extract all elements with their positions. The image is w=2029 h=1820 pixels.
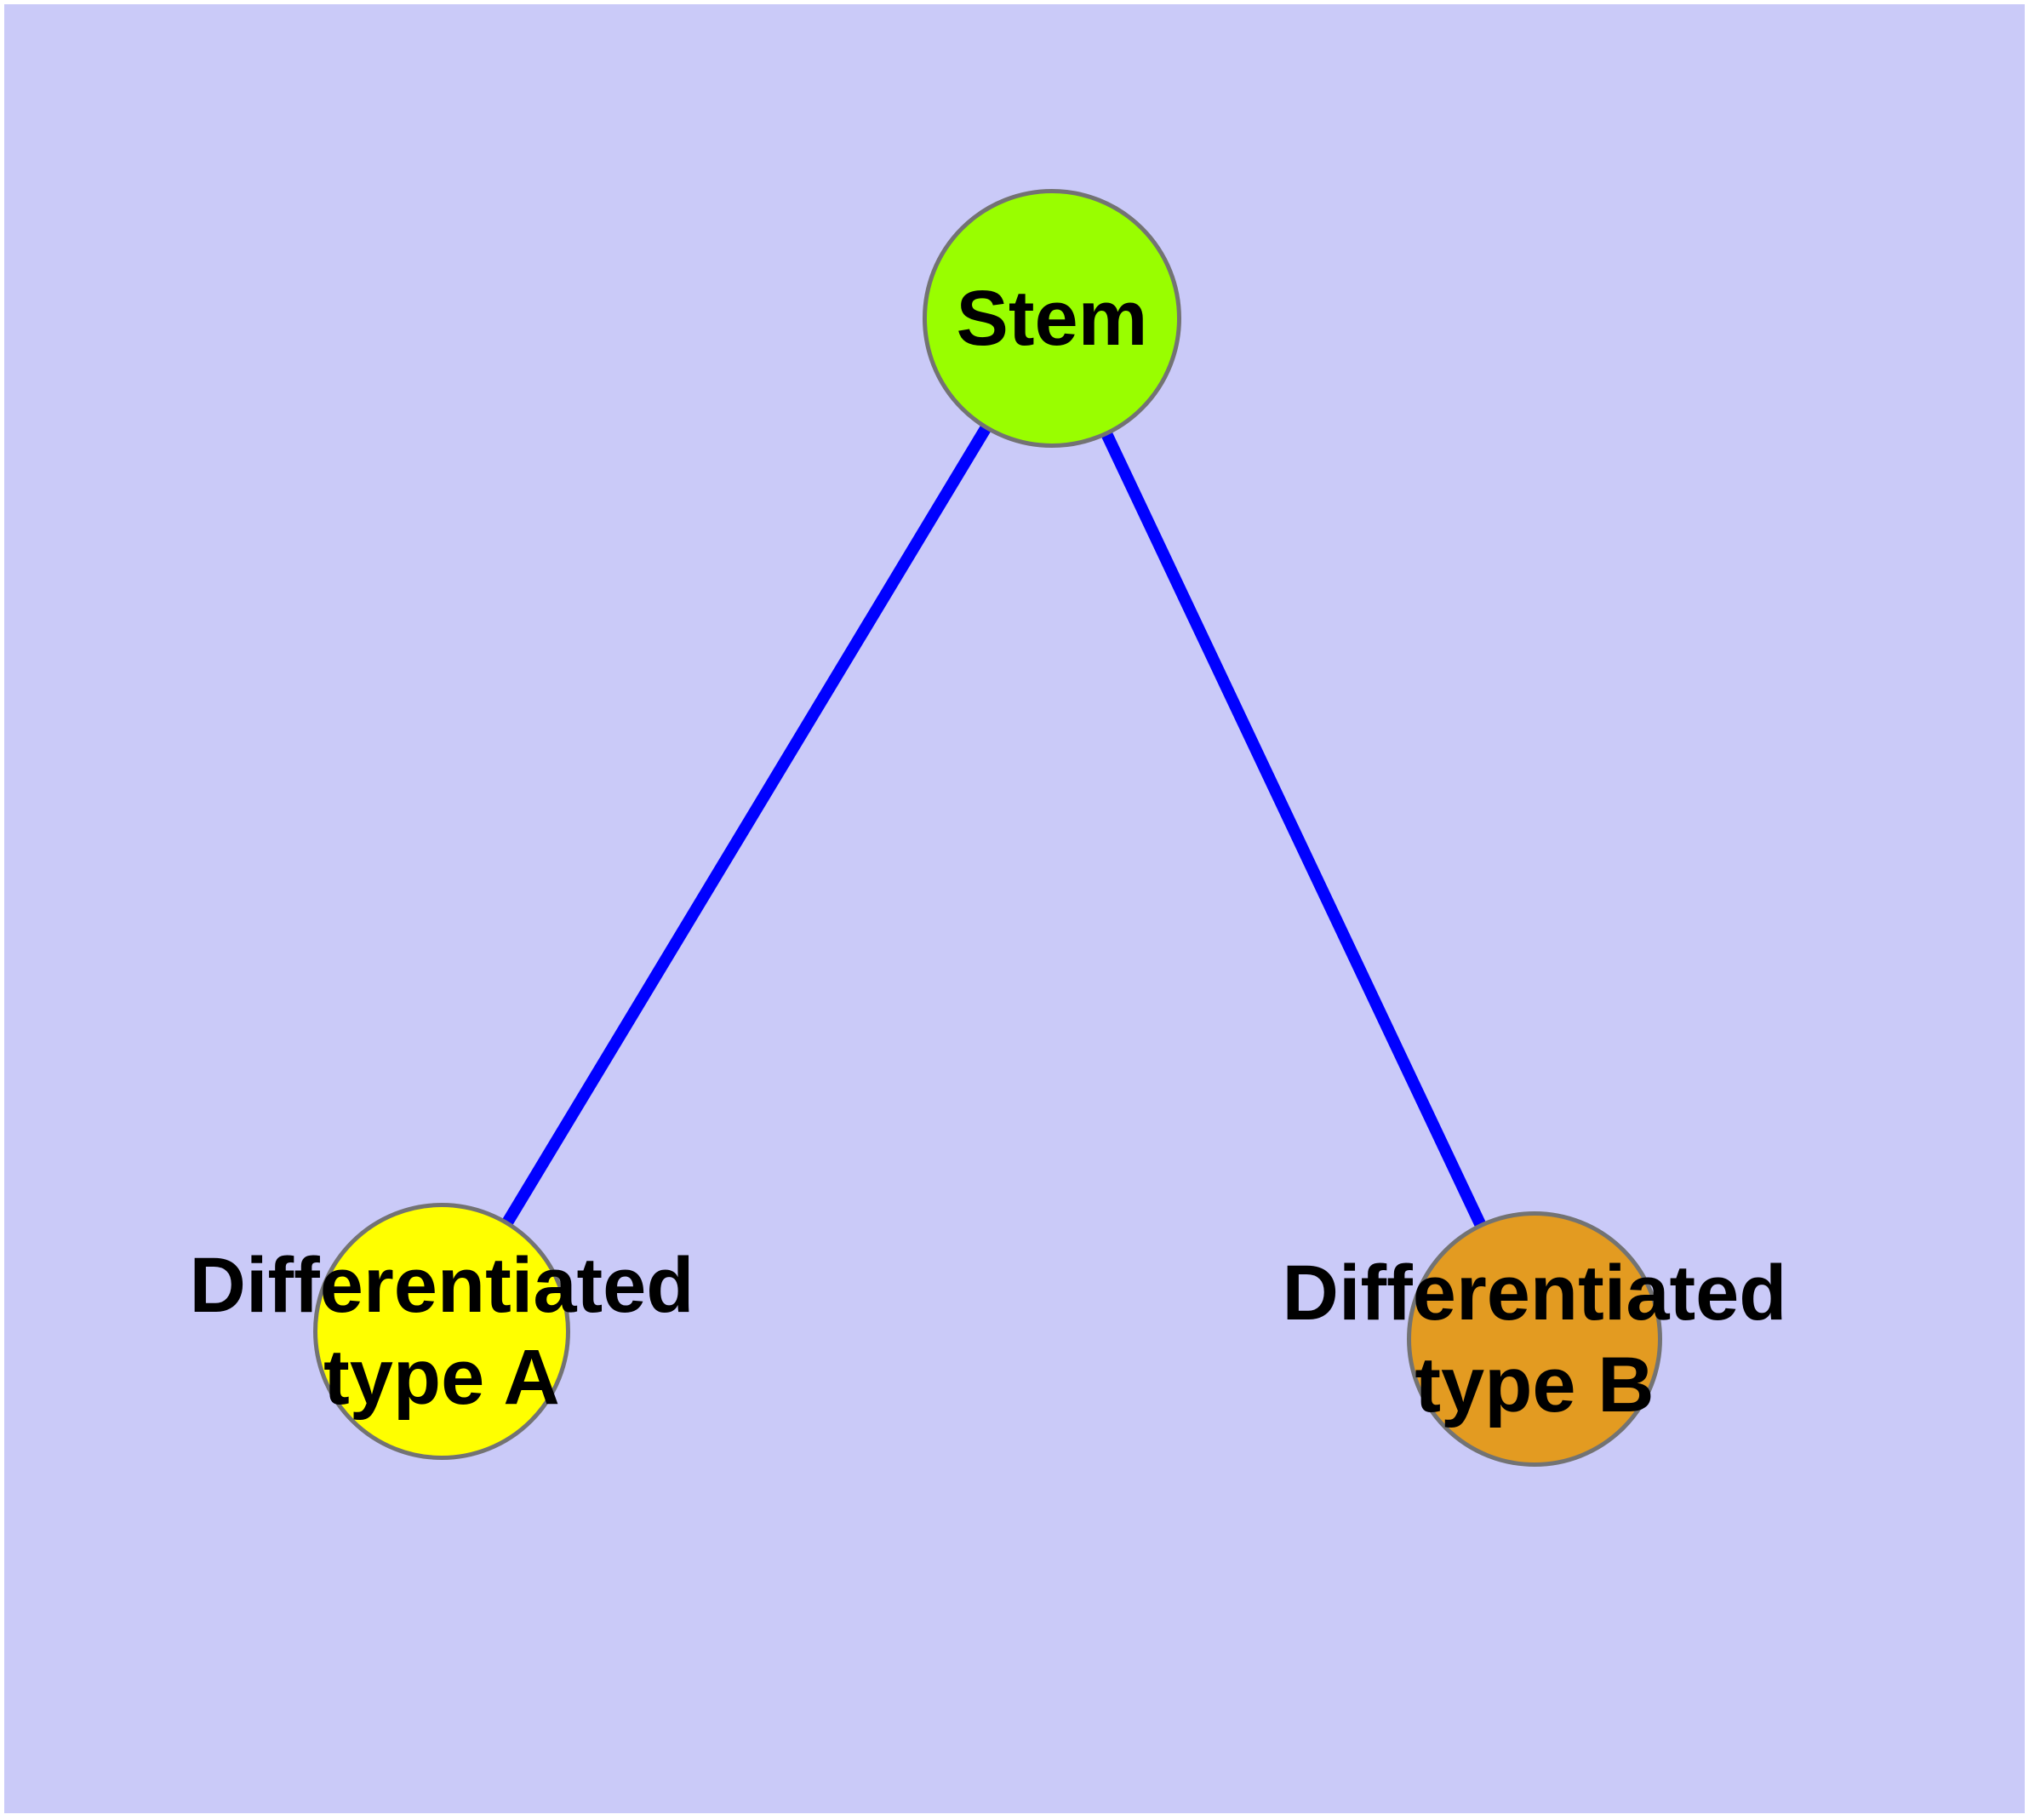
node-differentiated-type-a: Differentiated type A [190,1203,694,1460]
node-differentiated-type-b: Differentiated type B [1283,1211,1786,1467]
node-stem: Stem [923,189,1181,448]
edge-stem-to-type-b [1046,316,1540,1342]
edge-stem-to-type-a [437,315,1057,1335]
node-stem-label: Stem [956,275,1148,362]
